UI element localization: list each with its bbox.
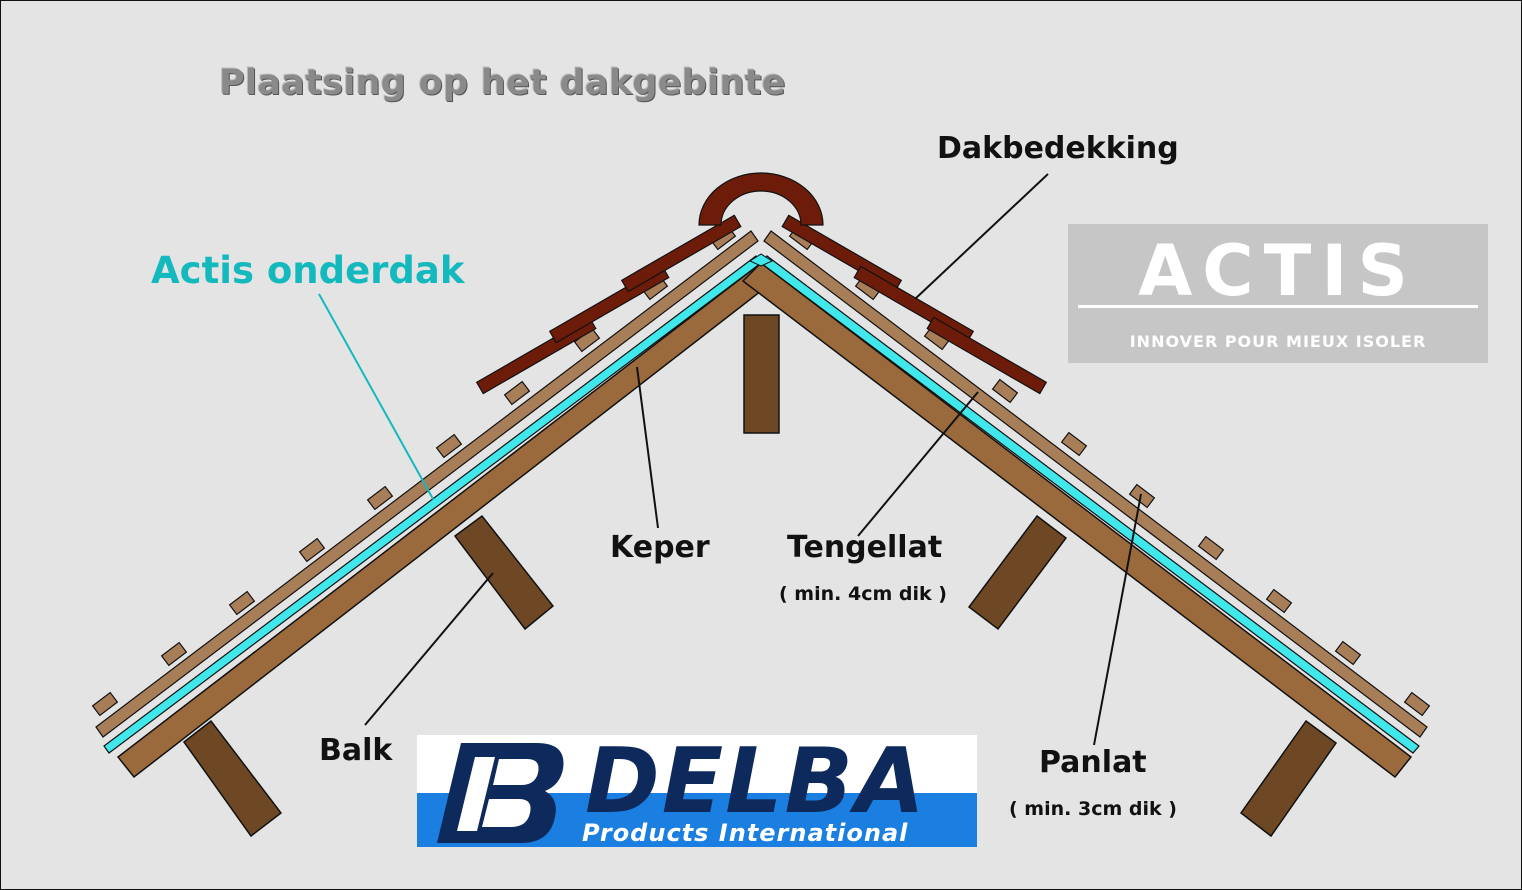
- label-tengellat-note: ( min. 4cm dik ): [779, 583, 947, 605]
- ridge-tile: [698, 172, 824, 226]
- delba-logo: DELBA Products International: [417, 735, 977, 847]
- roof-tile: [620, 214, 742, 293]
- leader-panlat: [1093, 493, 1142, 746]
- king-post: [743, 314, 780, 434]
- label-actis-onderdak: Actis onderdak: [151, 249, 465, 292]
- label-tengellat: Tengellat: [787, 530, 943, 565]
- tengellat-left: [95, 230, 759, 738]
- panlat: [435, 433, 463, 459]
- leader-dakbedekking: [914, 173, 1049, 300]
- delba-logo-tagline: Products International: [582, 819, 909, 847]
- panlat: [1197, 535, 1225, 561]
- beam-right-outer: [1239, 719, 1338, 838]
- membrane-ridge: [748, 253, 774, 267]
- label-panlat-note: ( min. 3cm dik ): [1009, 798, 1177, 820]
- roof-tile: [926, 316, 1048, 395]
- diagram-title: Plaatsing op het dakgebinte: [219, 63, 786, 103]
- leader-keper: [636, 366, 659, 529]
- panlat: [1403, 691, 1431, 717]
- leader-actis: [318, 293, 434, 500]
- panlat: [228, 590, 256, 616]
- panlat: [1060, 431, 1088, 457]
- panlat: [91, 691, 119, 717]
- panlatten-left: [91, 225, 737, 717]
- label-panlat: Panlat: [1039, 745, 1147, 780]
- actis-logo-tagline: INNOVER POUR MIEUX ISOLER: [1129, 332, 1427, 351]
- tiles-right: [781, 214, 1048, 395]
- panlat: [991, 378, 1019, 404]
- rafter-right: [741, 262, 1413, 779]
- actis-logo-divider: [1078, 305, 1478, 308]
- panlat: [366, 485, 394, 511]
- label-dakbedekking: Dakbedekking: [937, 131, 1179, 166]
- panlat: [1265, 588, 1293, 614]
- panlat: [1128, 483, 1156, 509]
- panlat: [1334, 640, 1362, 666]
- beam-left-outer: [182, 719, 283, 838]
- label-balk: Balk: [319, 733, 393, 768]
- delba-logo-word: DELBA: [585, 735, 927, 834]
- delba-b-icon: [437, 743, 564, 843]
- leader-balk: [364, 572, 494, 726]
- panlat: [160, 641, 188, 667]
- label-keper: Keper: [610, 530, 710, 565]
- tengellat-right: [763, 230, 1428, 738]
- actis-logo: ACTIS INNOVER POUR MIEUX ISOLER: [1068, 224, 1488, 363]
- rafter-left: [116, 261, 762, 779]
- panlat: [503, 380, 531, 406]
- panlat: [298, 537, 326, 563]
- tiles-left: [475, 214, 742, 395]
- beam-left-inner: [453, 514, 555, 631]
- leader-lines: [318, 173, 1142, 746]
- panlatten-right: [788, 225, 1431, 717]
- membrane-left: [103, 255, 762, 754]
- beam-right-inner: [967, 514, 1068, 631]
- actis-logo-word: ACTIS: [1138, 230, 1418, 312]
- leader-tengellat: [857, 391, 979, 537]
